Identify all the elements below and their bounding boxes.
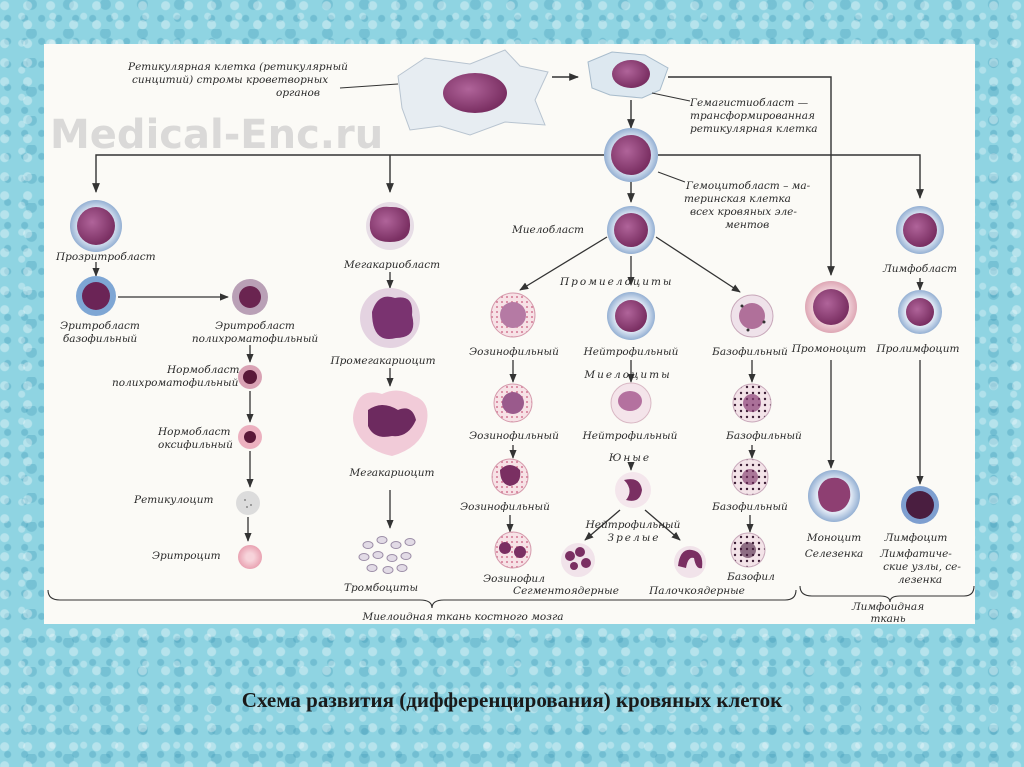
label-reticular-3: органов [276,87,320,99]
label-normoblast-poly-2: полихроматофильный [112,377,239,389]
label-normoblast-oxy-1: Нормобласт [157,426,230,438]
label-myelocytes: Миелоциты [583,369,671,381]
label-lymph-nodes-1: Лимфатиче- [879,548,952,560]
megakaryoblast-cell [366,202,414,250]
label-neutrophilic-3: Нейтрофильный [585,519,681,531]
label-basophilic-2: Базофильный [725,430,802,442]
label-normoblast-poly-1: Нормобласт [166,364,239,376]
label-myeloblast: Миелобласт [511,224,584,236]
neutrophilic-myelocyte-cell [610,382,652,424]
label-megakaryoblast: Мегакариобласт [343,259,440,271]
basophilic-myelocyte-cell [732,383,772,423]
label-mature: Зрелые [608,532,661,544]
label-lymphoid-tissue-1: Лимфоидная [851,601,924,613]
label-lymphocyte: Лимфоцит [884,532,948,544]
promonocyte-cell [805,281,857,333]
label-erythrocyte: Эритроцит [152,550,221,562]
label-reticular-1: Ретикулярная клетка (ретикулярный [127,61,348,73]
neutrophilic-promyelocyte-cell [607,292,655,340]
erythroblast-basophil-cell [76,276,116,316]
erythroblast-poly-cell [232,279,268,315]
label-basophilic-3: Базофильный [711,501,788,513]
prolymphocyte-cell [898,290,942,334]
label-hemohistioblast-3: ретикулярная клетка [690,123,818,135]
eosinophilic-myelocyte-cell [493,383,533,423]
label-hemocytoblast-2: теринская клетка [684,193,791,205]
label-lymph-nodes-2: ские узлы, се- [883,561,961,573]
eosinophilic-promyelocyte-cell [490,292,536,338]
myeloblast-cell [607,206,655,254]
label-neutrophilic-1: Нейтрофильный [583,346,679,358]
label-erythroblast-poly-2: полихроматофильный [192,333,319,345]
band-neutrophil-cell [674,546,706,578]
label-lymph-nodes-3: лезенка [898,574,942,586]
label-thrombocytes: Тромбоциты [344,582,418,594]
label-hemocytoblast-4: ментов [725,219,769,231]
label-hemocytoblast-3: всех кровяных эле- [690,206,797,218]
watermark: Medical-Enc.ru [50,112,383,158]
label-juvenile: Юные [608,452,651,464]
label-myeloid-tissue: Миелоидная ткань костного мозга [361,611,563,623]
label-spleen: Селезенка [805,548,864,560]
basophilic-promyelocyte-cell [730,294,774,338]
eosinophilic-juvenile-cell [491,458,529,496]
label-erythroblast-basophil-1: Эритробласт [60,320,140,332]
label-basophilic-1: Базофильный [711,346,788,358]
label-erythroblast-poly-1: Эритробласт [215,320,295,332]
normoblast-oxy-cell [238,425,262,449]
label-basophil: Базофил [726,571,775,583]
label-reticular-2: синцитий) стромы кроветворных [132,74,328,86]
basophilic-juvenile-cell [731,458,769,496]
hemohistioblast-cell [587,51,669,99]
proerythroblast-cell [70,200,122,252]
eosinophil-cell [494,531,532,569]
lymphocyte-cell [901,486,939,524]
label-eosinophilic-1: Эозинофильный [469,346,559,358]
slide-caption: Схема развития (дифференцирования) кровя… [241,688,783,712]
label-hemohistioblast-2: трансформированная [690,110,815,122]
label-prolymphocyte: Пролимфоцит [876,343,960,355]
label-neutrophilic-2: Нейтрофильный [582,430,678,442]
label-promonocyte: Промоноцит [791,343,867,355]
basophil-cell [730,532,766,568]
label-normoblast-oxy-2: оксифильный [158,439,233,451]
label-reticulocyte: Ретикулоцит [133,494,213,506]
label-lymphoid-tissue-2: ткань [870,613,905,625]
thrombocytes-cluster [358,536,416,574]
neutrophilic-juvenile-cell [615,472,651,508]
label-monocyte: Моноцит [806,532,861,544]
label-segmented: Сегментоядерные [513,585,619,597]
label-eosinophilic-3: Эозинофильный [460,501,550,513]
label-promyelocytes: Промиелоциты [559,276,674,288]
monocyte-cell [808,470,860,522]
label-eosinophil: Эозинофил [483,573,545,585]
label-megakaryocyte: Мегакариоцит [349,467,435,479]
label-hemohistioblast-1: Гемагистиобласт — [689,97,809,109]
label-erythroblast-basophil-2: базофильный [63,333,138,345]
erythrocyte-cell [238,545,262,569]
reticulocyte-cell [236,491,260,515]
segmented-neutrophil-cell [561,543,595,577]
label-band: Палочкоядерные [648,585,745,597]
label-hemocytoblast-1: Гемоцитобласт – ма- [685,180,811,192]
label-proerythroblast: Прозритробласт [55,251,156,263]
promegakaryocyte-cell [360,288,420,348]
label-eosinophilic-2: Эозинофильный [469,430,559,442]
label-promegakaryocyte: Промегакариоцит [329,355,435,367]
label-lymphoblast: Лимфобласт [882,263,957,275]
normoblast-poly-cell [238,365,262,389]
megakaryocyte-cell [353,390,428,456]
reticular-cell [397,49,549,136]
lymphoblast-cell [896,206,944,254]
hemocytoblast-cell [604,128,658,182]
